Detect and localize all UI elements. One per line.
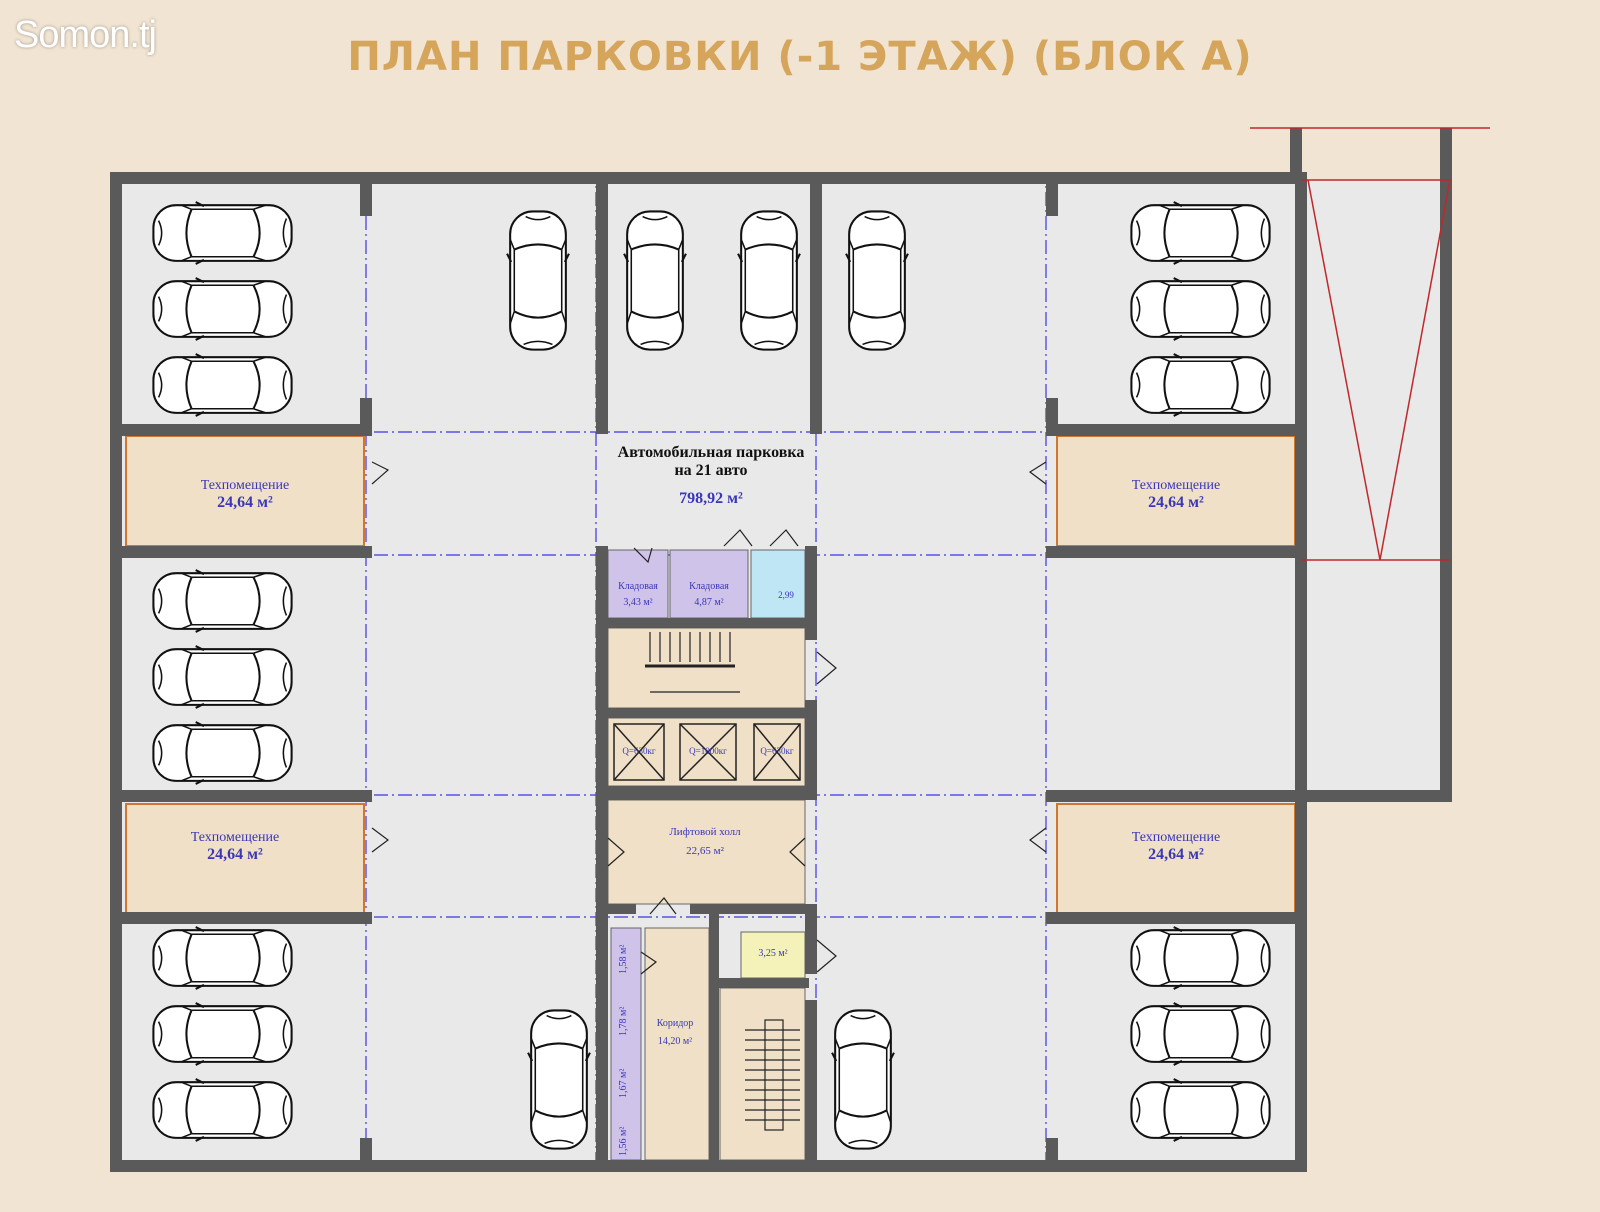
tech-room-bl-area: 24,64 м²	[207, 846, 263, 864]
small-room-area: 3,25 м²	[758, 948, 788, 959]
car-21	[831, 1009, 895, 1150]
car-10	[1130, 201, 1271, 265]
stair-bottom	[719, 987, 806, 1161]
car-13	[1130, 926, 1271, 990]
car-17	[623, 210, 687, 351]
car-16	[506, 210, 570, 351]
car-20	[527, 1009, 591, 1150]
ramp-lines	[1250, 127, 1490, 561]
tech-room-tr	[1056, 435, 1296, 547]
storage-room-2	[669, 549, 749, 619]
bathroom	[750, 549, 806, 619]
cell-2-area: 1,78 м²	[618, 1006, 629, 1036]
tech-room-tl-area: 24,64 м²	[217, 494, 273, 512]
lift-hall-name: Лифтовой холл	[669, 826, 741, 838]
cell-column	[610, 927, 642, 1161]
car-7	[152, 926, 293, 990]
walls	[110, 128, 1452, 1172]
car-9	[152, 1078, 293, 1142]
car-3	[152, 353, 293, 417]
lift-hall-label: Лифтовой холл 22,65 м²	[630, 826, 780, 857]
car-1	[152, 201, 293, 265]
tech-room-br-name: Техпомещение	[1131, 830, 1221, 845]
car-12	[1130, 353, 1271, 417]
door-swings	[371, 461, 1047, 975]
stair-hall-top	[607, 627, 806, 709]
car-2	[152, 277, 293, 341]
car-4	[152, 569, 293, 633]
cell-4-area: 1,56 м²	[618, 1126, 629, 1156]
tech-room-tl-label: Техпомещение 24,64 м²	[126, 478, 364, 512]
tech-room-bl-name: Техпомещение	[190, 830, 280, 845]
tech-room-tl	[125, 435, 365, 547]
lift-1-label: Q=630кг	[622, 746, 656, 756]
cell-1-area: 1,58 м²	[618, 944, 629, 974]
small-room	[740, 931, 806, 979]
corridor-area: 14,20 м²	[657, 1035, 693, 1047]
car-11	[1130, 277, 1271, 341]
somon-watermark: Somon.tj	[14, 14, 157, 56]
storage-2-label: Кладовая 4,87 м²	[670, 581, 748, 608]
stairs-bottom	[745, 1019, 800, 1131]
tech-room-br-area: 24,64 м²	[1148, 846, 1204, 864]
parking-name: Автомобильная парковка на 21 авто	[566, 444, 856, 481]
tech-room-tr-area: 24,64 м²	[1148, 494, 1204, 512]
car-18	[737, 210, 801, 351]
parking-area: 798,92 м²	[679, 490, 743, 507]
storage-2-area: 4,87 м²	[694, 596, 724, 608]
storage-room-1	[607, 549, 669, 619]
corridor-name: Коридор	[656, 1018, 694, 1029]
storage-1-label: Кладовая 3,43 м²	[606, 581, 670, 608]
tech-room-bl-label: Техпомещение 24,64 м²	[116, 830, 354, 864]
lift-hall-area: 22,65 м²	[686, 844, 724, 857]
bath-area: 2,99	[778, 590, 794, 600]
stairs-top	[645, 632, 740, 693]
tech-room-tl-name: Техпомещение	[200, 478, 290, 493]
lift-shafts	[613, 723, 801, 781]
car-5	[152, 645, 293, 709]
tech-room-bl	[125, 803, 365, 915]
tech-room-br-label: Техпомещение 24,64 м²	[1057, 830, 1295, 864]
parking-name-line2: на 21 авто	[674, 462, 748, 480]
car-6	[152, 721, 293, 785]
storage-1-name: Кладовая	[618, 581, 658, 592]
ramp-floor	[1302, 180, 1450, 790]
car-19	[845, 210, 909, 351]
cell-3-area: 1,67 м²	[618, 1068, 629, 1098]
page-title: ПЛАН ПАРКОВКИ (-1 ЭТАЖ) (БЛОК А)	[347, 34, 1253, 80]
corridor-label: Коридор 14,20 м²	[640, 1018, 710, 1047]
tech-room-tr-name: Техпомещение	[1131, 478, 1221, 493]
car-14	[1130, 1002, 1271, 1066]
car-8	[152, 1002, 293, 1066]
storage-1-area: 3,43 м²	[623, 596, 653, 608]
tech-room-tr-label: Техпомещение 24,64 м²	[1057, 478, 1295, 512]
car-15	[1130, 1078, 1271, 1142]
lift-3-label: Q=630кг	[760, 746, 794, 756]
storage-2-name: Кладовая	[689, 581, 729, 592]
parking-name-line1: Автомобильная парковка	[617, 444, 805, 461]
lift-2-label: Q=1000кг	[689, 746, 727, 756]
